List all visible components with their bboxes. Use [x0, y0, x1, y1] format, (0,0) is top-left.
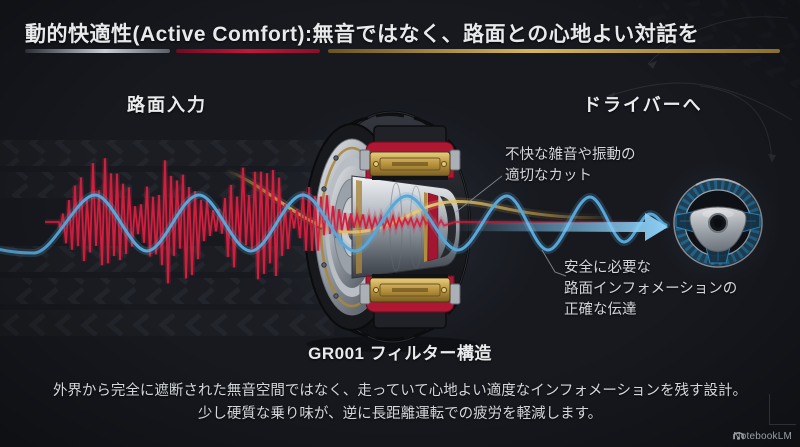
corner-bracket-decoration: [769, 394, 796, 425]
annotation-leader-lines: [455, 175, 567, 277]
footer-line2: 少し硬質な乗り味が、逆に長距離運転での疲労を軽減します。: [197, 406, 603, 422]
title-rule-gold: [328, 49, 780, 53]
annotation-road-info-line3: 正確な伝達: [564, 302, 637, 318]
corner-tread-texture: [624, 0, 800, 122]
annotation-road-info: 安全に必要な 路面インフォメーションの 正確な伝達: [564, 258, 737, 321]
output-arrow-icon: [452, 213, 668, 241]
watermark: NotebookLM: [733, 431, 792, 442]
annotation-road-info-line1: 安全に必要な: [564, 260, 651, 276]
watermark-text: NotebookLM: [733, 431, 792, 442]
notebooklm-logo-icon: [733, 432, 745, 440]
decorative-swoosh-arrows: [605, 16, 793, 163]
steering-wheel-icon: [673, 178, 763, 268]
filter-structure-label: GR001 フィルター構造: [308, 344, 492, 363]
title-rule-silver: [25, 49, 170, 53]
road-input-label: 路面入力: [127, 95, 207, 115]
filter-device-top: [359, 125, 461, 180]
red-noise-wave: [45, 158, 660, 284]
annotation-noise-cut-line1: 不快な雑音や振動の: [505, 147, 636, 163]
driver-output-label: ドライバーへ: [583, 95, 703, 115]
annotation-road-info-line2: 路面インフォメーションの: [564, 281, 738, 297]
blue-comfort-wave: [0, 190, 670, 258]
annotation-noise-cut: 不快な雑音や振動の 適切なカット: [505, 145, 636, 187]
filter-device-bottom: [359, 274, 461, 329]
annotation-noise-cut-line2: 適切なカット: [505, 168, 592, 184]
title-rule-red: [176, 49, 320, 53]
footer-line1: 外界から完全に遮断された無音空間ではなく、走っていて心地よい適度なインフォメーシ…: [52, 383, 748, 399]
footer-description: 外界から完全に遮断された無音空間ではなく、走っていて心地よい適度なインフォメーシ…: [0, 380, 800, 426]
page-title: 動的快適性(Active Comfort):無音ではなく、路面との心地よい対話を: [25, 23, 700, 46]
